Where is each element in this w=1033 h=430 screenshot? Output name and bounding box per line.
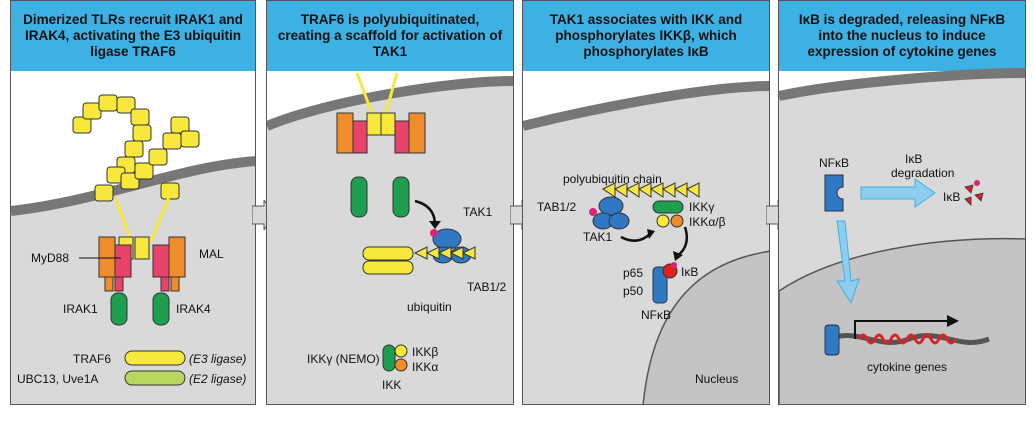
panel-4: IκB is degraded, releasing NFκB into the… — [778, 0, 1026, 405]
panel-2: TRAF6 is polyubiquitinated, creating a s… — [266, 0, 514, 405]
panel-1-diagram: MyD88 MAL IRAK1 IRAK4 TRAF6 (E3 ligase) … — [11, 71, 255, 386]
mal-shape — [152, 244, 170, 278]
ikb-label: IκB — [681, 265, 698, 279]
plasma-membrane — [523, 81, 769, 131]
panel-2-diagram: TAK1 TAB1/2 ubiquitin IKKγ (NEMO) IKKβ I… — [267, 71, 513, 392]
myd88-shape — [168, 236, 186, 278]
panel-3: TAK1 associates with IKK and phosphoryla… — [522, 0, 770, 405]
tir-domain — [134, 236, 150, 260]
ubiquitin-label: ubiquitin — [407, 300, 452, 314]
ikkg-nemo-label: IKKγ (NEMO) — [307, 352, 380, 366]
p50-label: p50 — [623, 284, 643, 298]
phosphate-icon — [430, 229, 438, 237]
ikkab-label: IKKα/β — [689, 215, 726, 229]
tlr-ectodomain — [72, 94, 200, 202]
plasma-membrane — [267, 76, 513, 131]
tlr-transmembrane — [149, 196, 171, 242]
tab12-label: TAB1/2 — [537, 200, 576, 214]
degradation-arrow — [860, 178, 936, 208]
ikb-label: IκB — [943, 190, 960, 204]
tak1-label: TAK1 — [583, 230, 612, 244]
panel-2-header: TRAF6 is polyubiquitinated, creating a s… — [267, 1, 513, 72]
polyubiquitin-chain — [602, 182, 700, 198]
ikkb-label: IKKβ — [412, 345, 438, 359]
traf6-shape — [124, 350, 186, 366]
nucleus-shape — [642, 250, 769, 404]
nfkb-shape — [824, 174, 844, 212]
panel-1: Dimerized TLRs recruit IRAK1 and IRAK4, … — [10, 0, 256, 405]
dna-shape — [857, 333, 957, 345]
ikb-degradation-label-2: degradation — [891, 166, 954, 180]
ikka-label: IKKα — [412, 360, 438, 374]
panel-4-header: IκB is degraded, releasing NFκB into the… — [779, 1, 1025, 72]
e3-ligase-label: (E3 ligase) — [189, 352, 246, 366]
ikkg-label: IKKγ — [689, 200, 714, 214]
irak4-label: IRAK4 — [176, 302, 211, 316]
irak4-shape — [152, 292, 170, 326]
panel-3-header: TAK1 associates with IKK and phosphoryla… — [523, 1, 769, 72]
mal-label: MAL — [199, 247, 224, 261]
ubc13-shape — [124, 370, 186, 386]
myd88-shape — [98, 236, 116, 278]
mal-shape — [114, 244, 132, 278]
ubc13-label: UBC13, Uve1A — [17, 372, 98, 386]
ikb-fragments — [964, 184, 984, 206]
nfkb-label: NFκB — [819, 156, 849, 170]
tab12-label: TAB1/2 — [467, 280, 506, 294]
plasma-membrane — [779, 68, 1025, 101]
irak1-label: IRAK1 — [63, 302, 98, 316]
e2-ligase-label: (E2 ligase) — [189, 372, 246, 386]
panel-4-diagram: NFκB IκB degradation IκB cytokine genes — [779, 68, 1025, 404]
nfkb-label: NFκB — [641, 308, 671, 322]
tlr-transmembrane — [114, 198, 133, 242]
nucleus-label: Nucleus — [695, 372, 738, 386]
translocation-arrow — [836, 220, 860, 305]
polyubiquitin-label: polyubiquitin chain — [563, 172, 662, 186]
nfkb-shape — [652, 266, 668, 304]
ubiquitin-chain — [413, 246, 476, 260]
panel-3-diagram: polyubiquitin chain TAB1/2 TAK1 IKKγ IKK… — [523, 71, 769, 404]
irak1-shape — [110, 292, 128, 326]
cytokine-genes-label: cytokine genes — [867, 360, 947, 374]
tak1-label: TAK1 — [463, 205, 492, 219]
ikk-label: IKK — [382, 378, 401, 392]
traf6-label: TRAF6 — [73, 352, 111, 366]
p65-label: p65 — [623, 266, 643, 280]
myd88-label: MyD88 — [31, 251, 69, 265]
ikb-degradation-label-1: IκB — [905, 152, 922, 166]
panel-1-header: Dimerized TLRs recruit IRAK1 and IRAK4, … — [11, 1, 255, 72]
